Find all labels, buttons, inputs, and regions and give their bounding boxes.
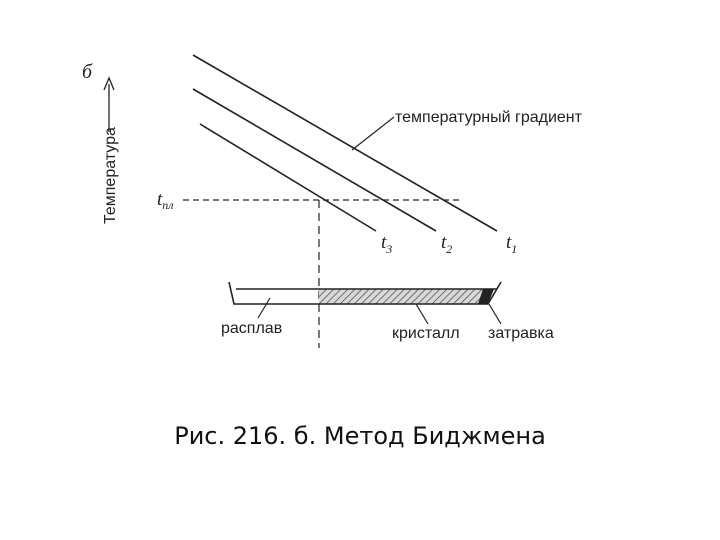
panel-letter: б [82, 61, 93, 83]
t-melt-label: tпл [157, 189, 174, 212]
gradient-line-t3 [199, 123, 377, 232]
melt-pointer [257, 297, 271, 319]
crystal-region [319, 289, 490, 304]
label-t1: t1 [506, 232, 517, 256]
arrow-head-icon [103, 76, 115, 91]
label-t3: t3 [381, 232, 392, 256]
crystal-label: кристалл [392, 325, 460, 342]
seed-pointer [488, 303, 502, 325]
gradient-line-t2 [192, 88, 437, 232]
gradient-label: температурный градиент [395, 109, 583, 126]
label-t2: t2 [441, 232, 452, 256]
seed-region [478, 289, 494, 304]
seed-label: затравка [488, 325, 554, 342]
figure-caption: Рис. 216. б. Метод Биджмена [174, 422, 546, 450]
gradient-pointer [351, 116, 395, 151]
melt-label: расплав [221, 320, 282, 337]
crystal-pointer [415, 303, 429, 325]
boat-outline [228, 281, 502, 305]
gradient-line-t1 [192, 54, 498, 232]
temperature-axis-label: Температура [102, 127, 119, 224]
